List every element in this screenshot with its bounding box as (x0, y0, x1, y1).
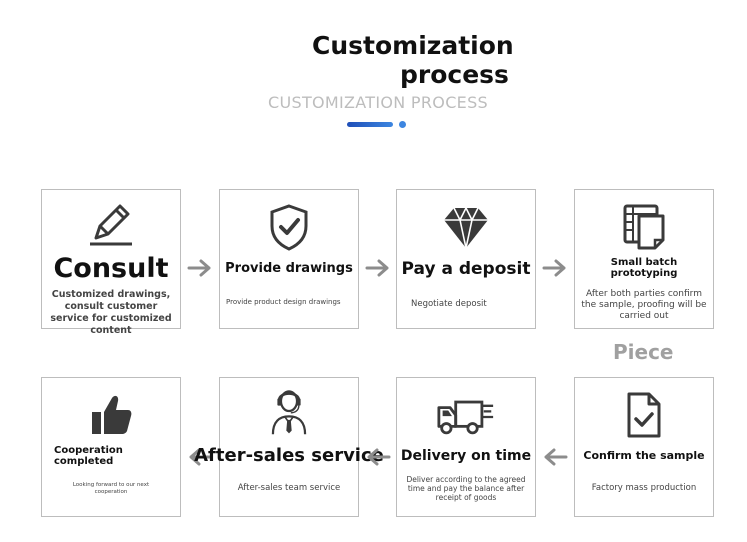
shield-check-icon (220, 202, 358, 254)
step-description: Looking forward to our next cooperation (72, 482, 150, 495)
step-description: After both parties confirm the sample, p… (581, 289, 707, 321)
thumbs-up-icon (42, 390, 180, 442)
accent-bar (347, 122, 393, 127)
arrow-right-icon (187, 259, 211, 277)
arrow-left-icon (544, 448, 568, 466)
piece-label: Piece (613, 340, 674, 364)
arrow-left-icon (189, 448, 213, 466)
diamond-icon (397, 202, 535, 254)
step-card-batch: Small batch prototyping After both parti… (574, 189, 714, 329)
page-title-line2: process (400, 60, 509, 89)
step-description: Deliver according to the agreed time and… (406, 475, 526, 502)
step-description: After-sales team service (237, 483, 341, 493)
arrow-right-icon (542, 259, 566, 277)
step-description: Customized drawings, consult customer se… (50, 289, 172, 336)
step-label: Provide drawings (225, 261, 353, 276)
step-description: Negotiate deposit (411, 299, 487, 309)
support-agent-icon (220, 386, 358, 438)
document-check-icon (575, 390, 713, 442)
pencil-sign-icon (42, 200, 180, 252)
step-description: Provide product design drawings (226, 298, 341, 306)
step-card-delivery: Delivery on time Deliver according to th… (396, 377, 536, 517)
delivery-truck-icon (397, 392, 535, 444)
document-stack-icon (575, 202, 713, 254)
step-card-aftersales: After-sales service After-sales team ser… (194, 377, 384, 517)
step-card-consult: Consult Customized drawings, consult cus… (41, 189, 181, 336)
step-card-deposit: Pay a deposit Negotiate deposit (396, 189, 536, 329)
step-label: Delivery on time (400, 448, 532, 464)
step-label: After-sales service (194, 445, 384, 466)
step-card-drawings: Provide drawings Provide product design … (219, 189, 359, 329)
step-description: Factory mass production (591, 483, 697, 493)
step-label: Pay a deposit (401, 259, 531, 279)
arrow-right-icon (365, 259, 389, 277)
accent-dot (399, 121, 406, 128)
page-subtitle: CUSTOMIZATION PROCESS (268, 93, 488, 112)
arrow-left-icon (367, 448, 391, 466)
step-card-cooperation: Cooperation completed Looking forward to… (41, 377, 181, 517)
step-label: Small batch prototyping (610, 257, 678, 279)
step-label: Confirm the sample (583, 449, 705, 462)
step-label: Cooperation completed (54, 445, 123, 467)
step-label: Consult (53, 253, 169, 284)
step-card-confirm: Confirm the sample Factory mass producti… (574, 377, 714, 517)
page-title-line1: Customization (312, 31, 514, 60)
